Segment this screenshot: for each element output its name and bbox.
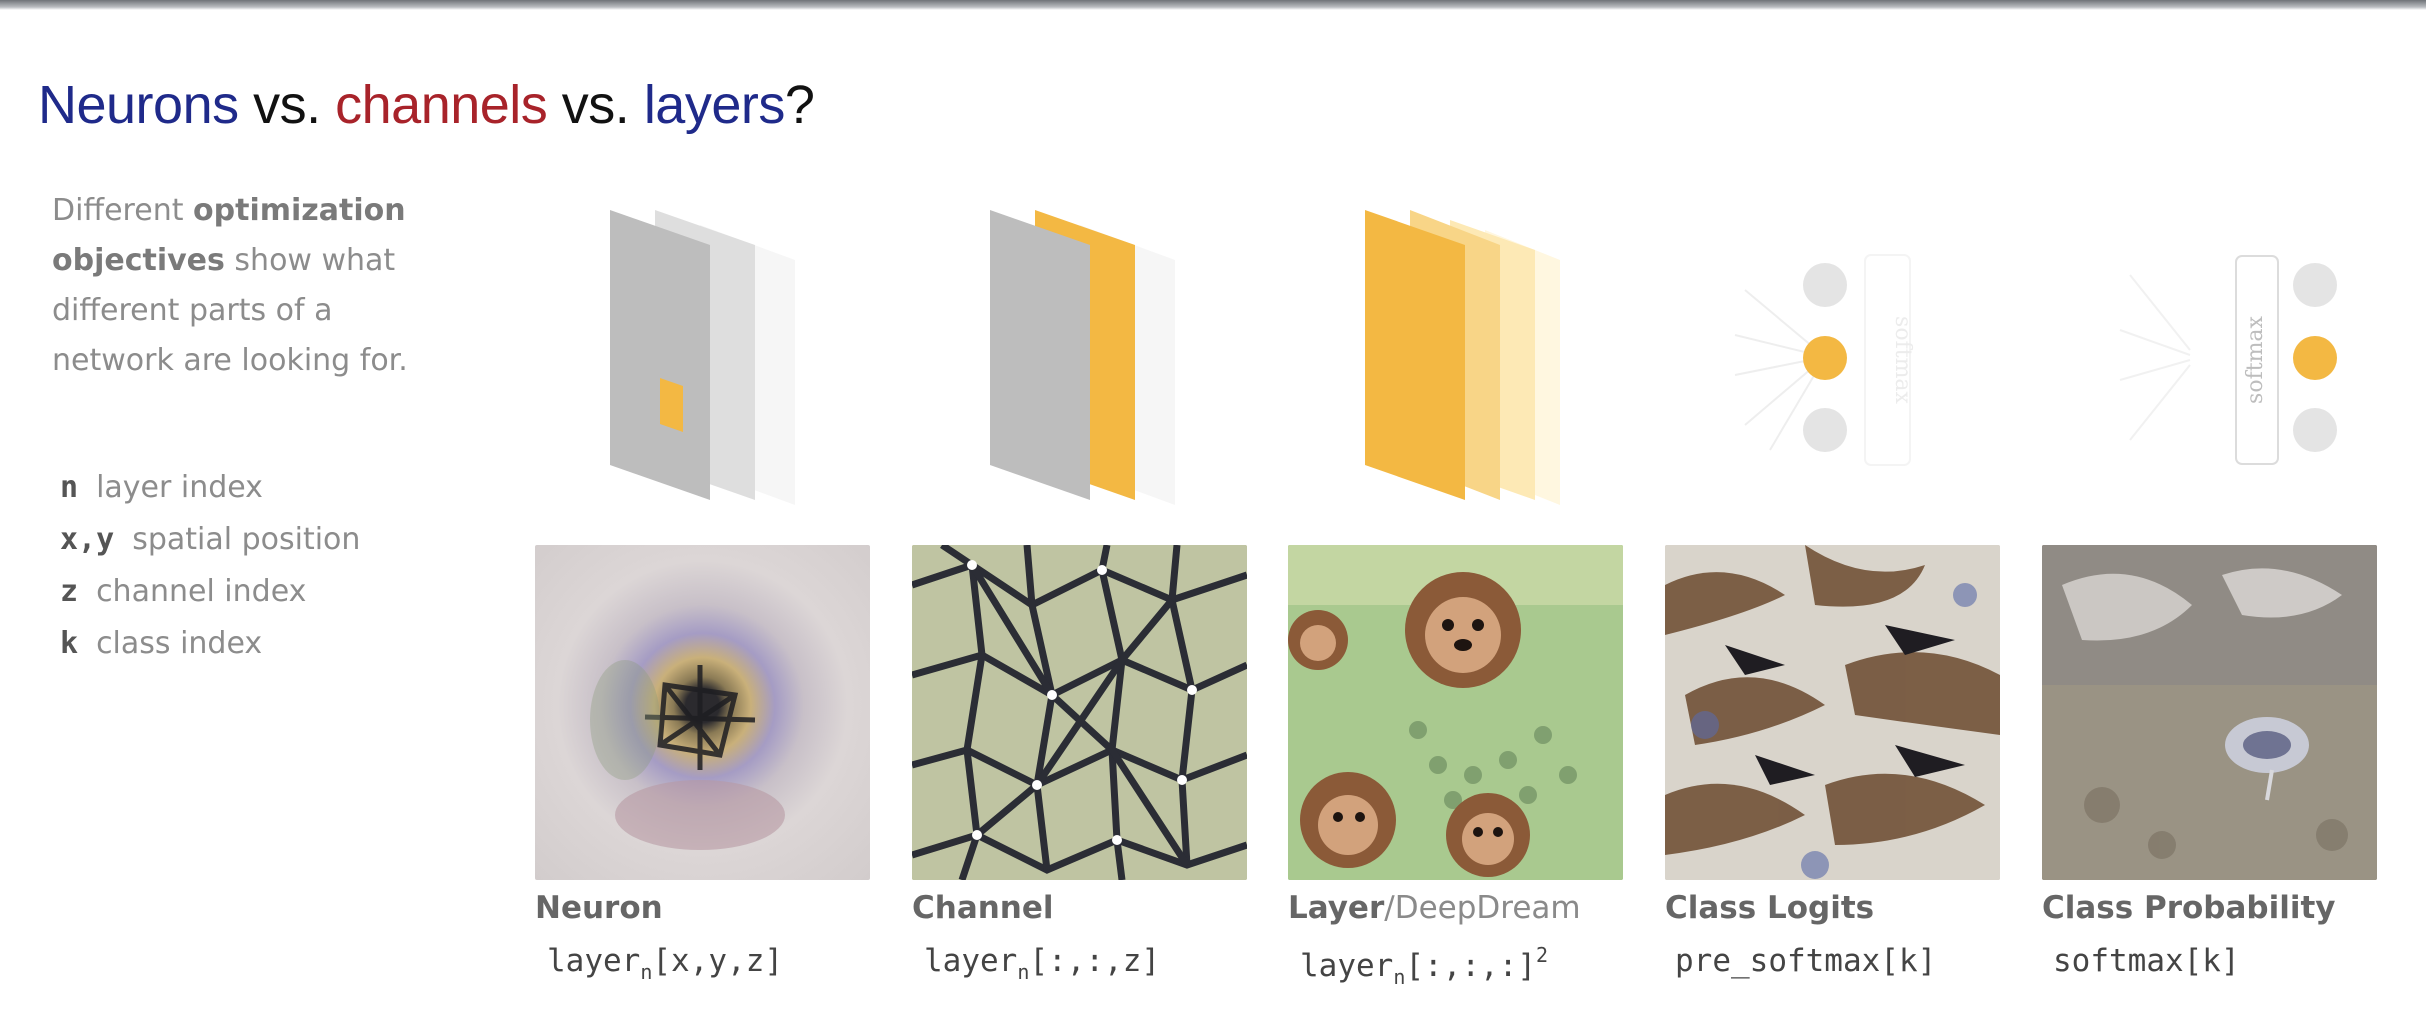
title-neurons: Neurons bbox=[38, 75, 239, 135]
description-pre: Different bbox=[52, 193, 194, 228]
caption-layer: Layer/DeepDream bbox=[1288, 890, 1581, 926]
legend-row-z: z channel index bbox=[60, 574, 360, 626]
description-bold: optimization objectives bbox=[52, 193, 406, 278]
legend-row-xy: x,y spatial position bbox=[60, 522, 360, 574]
title-sep-2: vs. bbox=[547, 75, 644, 135]
title-question-mark: ? bbox=[784, 75, 815, 135]
caption-layer-bold: Layer bbox=[1288, 890, 1385, 926]
softmax-label: softmax bbox=[2243, 315, 2268, 403]
formula-base: layer bbox=[547, 943, 641, 979]
class-logits-diagram: softmax bbox=[1734, 254, 1915, 466]
legend-row-n: n layer index bbox=[60, 470, 360, 522]
legend-row-k: k class index bbox=[60, 626, 360, 678]
top-bar bbox=[0, 0, 2426, 10]
connection-lines bbox=[2119, 274, 2191, 441]
caption-class-probability: Class Probability bbox=[2042, 890, 2336, 926]
output-node bbox=[2293, 263, 2337, 307]
title-layers: layers bbox=[643, 75, 786, 135]
formula-class-logits: pre_softmax[k] bbox=[1675, 943, 1937, 979]
formula-subscript: n bbox=[640, 960, 653, 984]
neuron-highlight bbox=[660, 378, 683, 432]
channel-layer-diagram bbox=[990, 210, 1175, 505]
formula-channel: layern[:,:,z] bbox=[924, 943, 1160, 984]
title-channels: channels bbox=[335, 75, 548, 135]
class-probability-diagram: softmax bbox=[2119, 255, 2337, 465]
formula-superscript: 2 bbox=[1536, 943, 1549, 967]
caption-class-logits: Class Logits bbox=[1665, 890, 1875, 926]
output-node bbox=[1803, 263, 1847, 307]
description: Different optimization objectives show w… bbox=[52, 186, 442, 386]
legend-label: channel index bbox=[96, 574, 307, 609]
output-node bbox=[2293, 408, 2337, 452]
layer-sheet-front bbox=[990, 210, 1090, 500]
legend-label: spatial position bbox=[132, 522, 361, 557]
legend-label: layer index bbox=[96, 470, 263, 505]
title-sep-1: vs. bbox=[238, 75, 336, 135]
logit-node-highlight bbox=[1803, 336, 1847, 380]
formula-class-probability: softmax[k] bbox=[2053, 943, 2240, 979]
softmax-label-faint: softmax bbox=[1890, 316, 1915, 404]
probability-node-highlight bbox=[2293, 336, 2337, 380]
formula-base: layer bbox=[1300, 948, 1394, 984]
softmax-box-faint bbox=[1864, 254, 1911, 466]
softmax-box bbox=[2235, 255, 2279, 465]
formula-index: [:,:,:] bbox=[1405, 948, 1537, 984]
class-logits-wolves-image bbox=[1665, 545, 2000, 880]
formula-neuron: layern[x,y,z] bbox=[547, 943, 783, 984]
deepdream-dogs-image bbox=[1288, 545, 1623, 880]
full-layer-diagram bbox=[1365, 210, 1560, 505]
formula-base: layer bbox=[924, 943, 1018, 979]
formula-subscript: n bbox=[1017, 960, 1030, 984]
neuron-visualization-image bbox=[535, 545, 870, 880]
legend-key: x,y bbox=[60, 522, 115, 557]
layer-sheet-front bbox=[610, 210, 710, 500]
formula-index: [:,:,z] bbox=[1029, 943, 1161, 979]
layer-sheet-front bbox=[1365, 210, 1465, 500]
channel-visualization-image bbox=[912, 545, 1247, 880]
formula-layer: layern[:,:,:]2 bbox=[1300, 943, 1548, 989]
legend-label: class index bbox=[96, 626, 263, 661]
legend-key: n bbox=[60, 470, 79, 505]
caption-neuron: Neuron bbox=[535, 890, 663, 926]
formula-index: [x,y,z] bbox=[652, 943, 784, 979]
description-post: show what different parts of a network a… bbox=[52, 243, 408, 378]
caption-layer-light: /DeepDream bbox=[1384, 890, 1581, 926]
legend-key: k bbox=[60, 626, 79, 661]
caption-channel: Channel bbox=[912, 890, 1054, 926]
output-node bbox=[1803, 408, 1847, 452]
class-probability-image bbox=[2042, 545, 2377, 880]
slide-title: Neurons vs. channels vs. layers? bbox=[38, 74, 815, 136]
legend-key: z bbox=[60, 574, 79, 609]
formula-subscript: n bbox=[1393, 965, 1406, 989]
neuron-layer-diagram bbox=[610, 210, 795, 505]
